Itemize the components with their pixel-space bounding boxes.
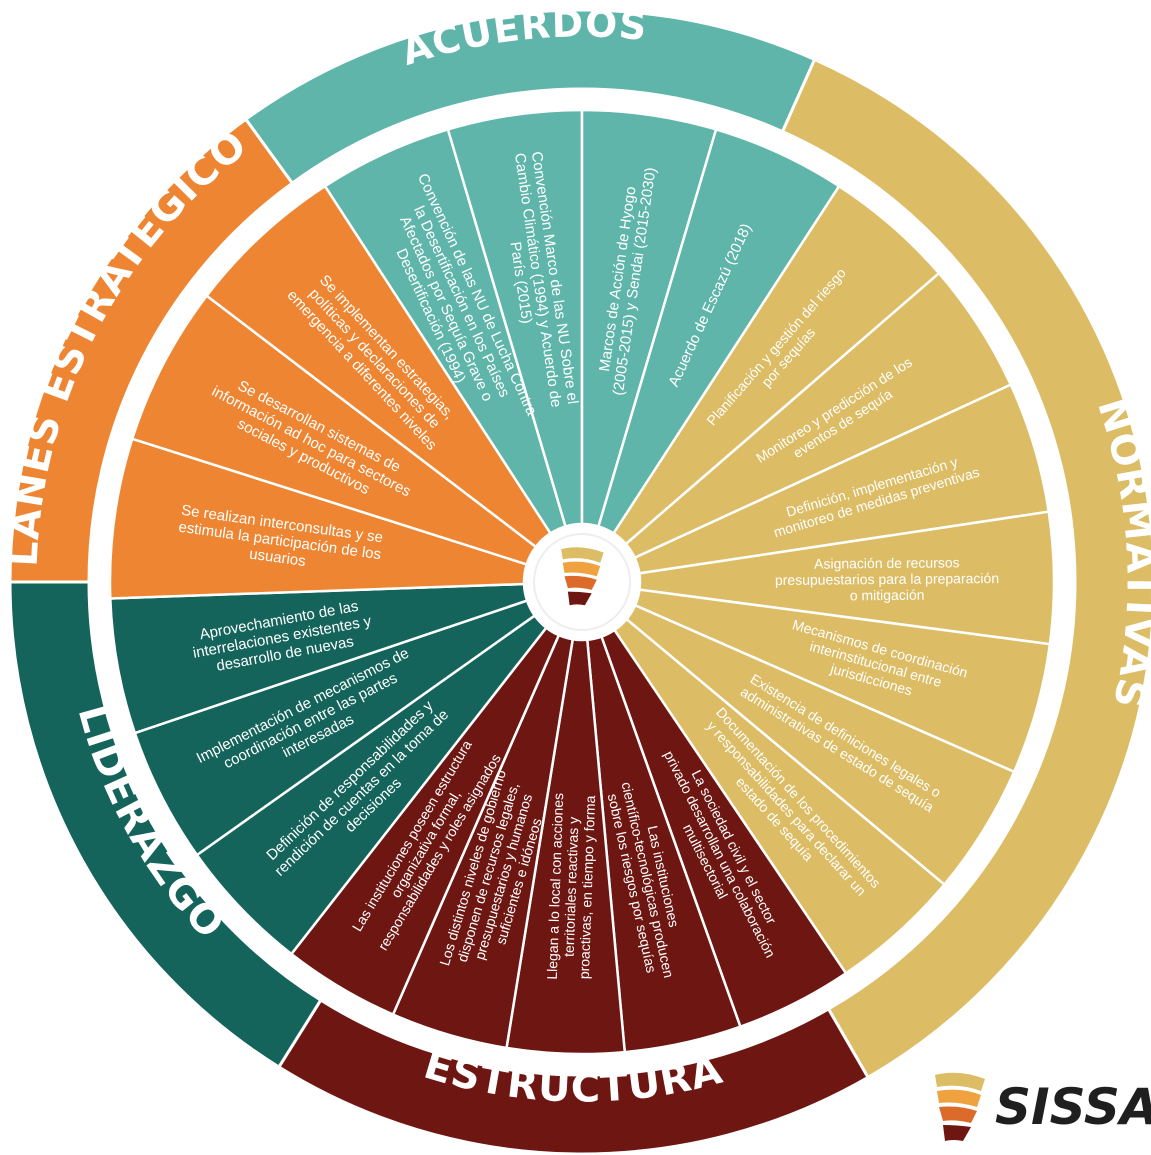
sissa-logo: SISSA [929,1069,1151,1149]
ring-segment-normativas [780,57,1151,1080]
item-label-estructura-3: Llegan a lo local con accionesterritoria… [544,793,598,981]
sissa-logo-text: SISSA [995,1078,1151,1136]
hub-logo-icon [561,547,604,606]
inner-wedges [108,108,1056,1056]
ring-segment-planes [8,117,295,584]
center-hub [524,524,640,640]
sissa-logo-icon [935,1072,985,1141]
outer-category-ring [8,8,1151,1155]
